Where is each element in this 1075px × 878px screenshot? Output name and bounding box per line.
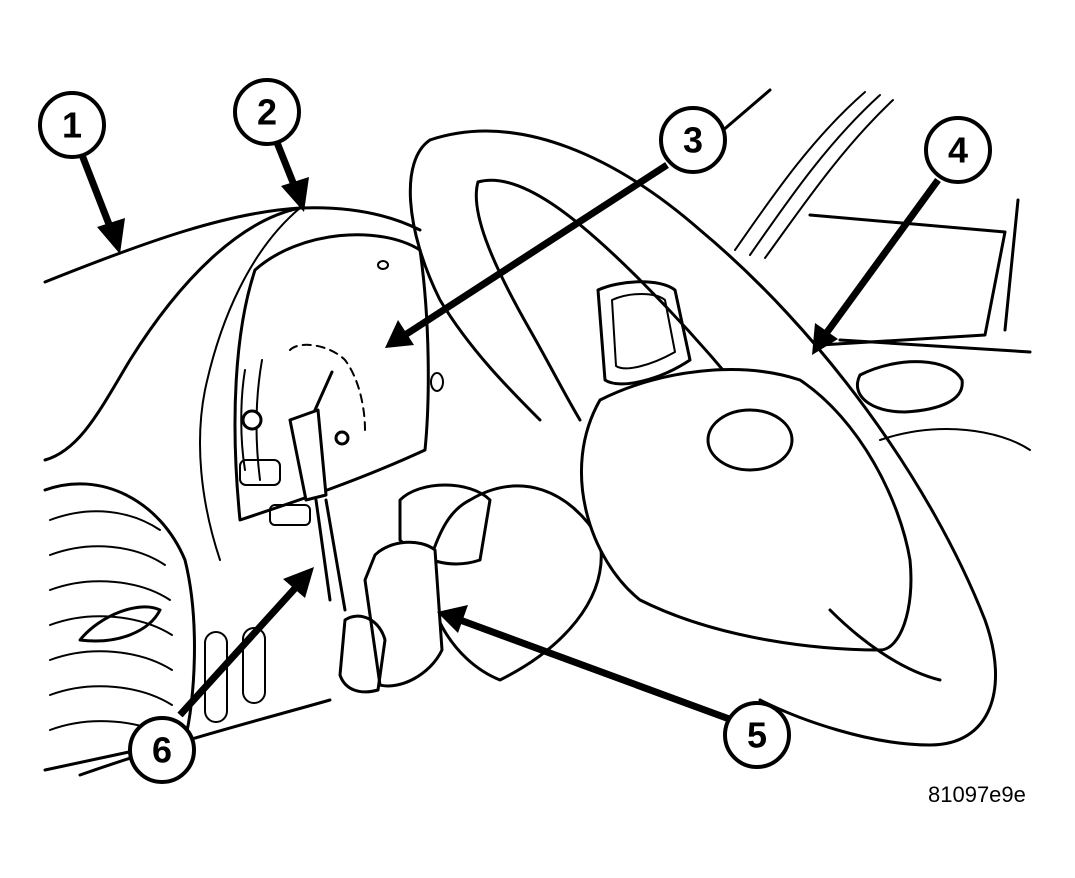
callout-3-label: 3 — [683, 120, 703, 161]
cluster-needle — [313, 370, 334, 412]
leader-arrows — [78, 138, 941, 724]
steering-column — [426, 484, 603, 682]
callout-2-label: 2 — [257, 92, 277, 133]
a-pillar-line-3 — [764, 99, 894, 259]
windshield-frame — [808, 213, 1007, 347]
cluster-lower-slot — [239, 459, 281, 486]
cluster-small-knob — [334, 430, 350, 446]
leader-arrow-5 — [458, 616, 734, 724]
a-pillar-line-2 — [749, 94, 881, 256]
leader-arrow-1 — [78, 153, 116, 234]
windshield-right-edge — [1003, 198, 1020, 332]
callout-6-label: 6 — [152, 730, 172, 771]
air-vent-louvers — [49, 510, 173, 739]
ignition-lever-stem-2 — [324, 498, 347, 612]
cluster-inner-arc — [289, 343, 366, 431]
instrument-cluster-bezel — [233, 233, 430, 522]
steering-wheel-rim-outer — [428, 129, 998, 747]
cluster-knob — [241, 409, 263, 431]
right-dash-lower — [879, 428, 1031, 451]
steering-wheel-rim-left — [408, 138, 542, 422]
callout-1: 1 — [38, 91, 106, 159]
callout-5: 5 — [723, 701, 791, 769]
a-pillar-line-1 — [734, 91, 866, 251]
callout-4-label: 4 — [948, 130, 968, 171]
ignition-lever-stem — [314, 498, 332, 602]
dashboard-top-edge — [43, 206, 422, 284]
dash-switch-1 — [204, 631, 228, 723]
callout-5-label: 5 — [747, 715, 767, 756]
steering-wheel-spoke-lower — [828, 608, 942, 682]
steering-wheel-emblem — [706, 408, 794, 472]
center-vent-inner — [611, 293, 676, 370]
air-vent-housing — [43, 482, 196, 772]
callout-4: 4 — [924, 116, 992, 184]
callout-6: 6 — [128, 716, 196, 784]
right-dash-contour — [838, 338, 1032, 354]
leader-arrow-3 — [403, 162, 669, 338]
leader-arrow-2 — [272, 138, 300, 192]
steering-wheel-rim-inner-2 — [474, 180, 582, 422]
dash-switch-2 — [242, 627, 266, 704]
right-dash-vent — [855, 360, 964, 414]
multifunction-switch-knob — [363, 540, 444, 688]
callout-1-label: 1 — [62, 105, 82, 146]
callout-3: 3 — [659, 106, 727, 174]
steering-wheel-hub — [579, 368, 913, 652]
multifunction-switch-base — [338, 614, 387, 694]
lower-dash-panel — [78, 698, 332, 777]
callout-2: 2 — [233, 78, 301, 146]
dashboard-left-contour — [43, 206, 302, 462]
leader-arrow-4 — [822, 177, 941, 338]
cluster-screw-hole-top — [377, 260, 389, 270]
figure-code: 81097e9e — [928, 782, 1026, 807]
cluster-lower-slot-2 — [269, 504, 311, 526]
dashboard-bezel-edge — [199, 207, 301, 561]
cluster-screw-hole — [430, 372, 444, 392]
leader-arrow-6 — [177, 582, 301, 718]
center-vent — [596, 280, 692, 386]
ignition-lever — [288, 408, 328, 502]
